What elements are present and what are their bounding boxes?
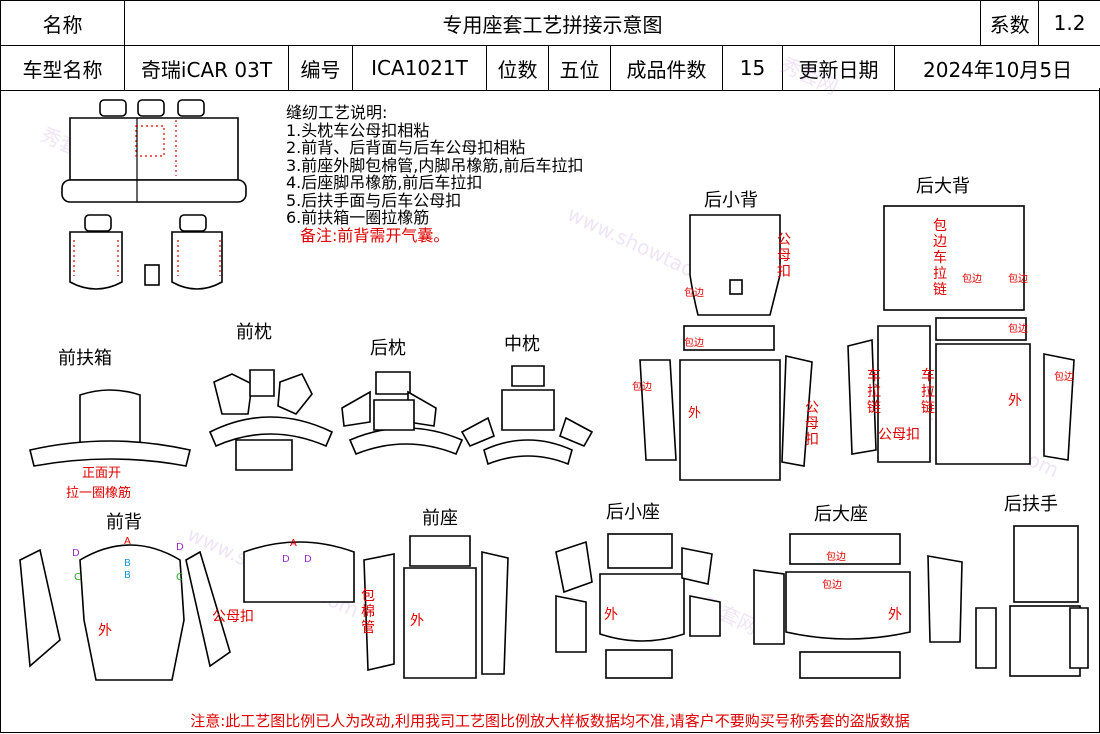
marker-c: C bbox=[176, 572, 183, 583]
name-label: 名称 bbox=[0, 0, 125, 46]
annotation-outer: 外 bbox=[98, 623, 112, 639]
seats-value: 五位 bbox=[548, 45, 611, 91]
marker-a: A bbox=[124, 536, 131, 547]
annotation-wrap-edge: 包边 bbox=[632, 382, 652, 393]
header-table: 名称 专用座套工艺拼接示意图 系数 1.2 车型名称 奇瑞iCAR 03T 编号… bbox=[0, 0, 1100, 91]
section-label-rear-small-seat: 后小座 bbox=[606, 502, 660, 523]
airbag-remark: 备注:前背需开气囊。 bbox=[300, 225, 450, 245]
section-label-front-back: 前背 bbox=[106, 512, 142, 533]
section-label-front-headrest: 前枕 bbox=[236, 322, 272, 343]
sewing-notes: 缝纫工艺说明: 1.头枕车公母扣相粘 2.前背、后背面与后车公母扣相粘 3.前座… bbox=[286, 104, 583, 244]
marker-d: D bbox=[282, 554, 290, 565]
front-headrest-pattern bbox=[208, 369, 334, 471]
annotation-wrap-edge: 包边 bbox=[684, 338, 704, 349]
annotation-wrap-edge: 包边 bbox=[1054, 372, 1074, 383]
rear-headrest-pattern bbox=[341, 371, 464, 456]
annotation-wrap-cotton-tube: 包棉管 bbox=[361, 588, 375, 636]
annotation-male-female-buckle: 公母扣 bbox=[212, 609, 254, 625]
annotation-wrap-edge: 包边 bbox=[1008, 324, 1028, 335]
annotation-wrap-edge: 包边 bbox=[826, 552, 846, 563]
annotation-wrap-edge-sew-zipper: 包边车拉链 bbox=[933, 218, 947, 298]
document-title: 专用座套工艺拼接示意图 bbox=[123, 0, 982, 46]
annotation-front-opening: 正面开 bbox=[82, 466, 122, 481]
pieces-value: 15 bbox=[722, 45, 783, 91]
front-seat-pattern bbox=[363, 535, 509, 679]
rear-armrest-pattern bbox=[975, 525, 1089, 677]
seat-overview-diagram bbox=[61, 99, 247, 290]
rear-small-seat-pattern bbox=[555, 533, 721, 679]
section-label-rear-small-back: 后小背 bbox=[704, 190, 758, 211]
model-label: 车型名称 bbox=[0, 45, 125, 91]
marker-d: D bbox=[176, 542, 184, 553]
rear-big-back-pattern bbox=[847, 205, 1075, 465]
annotation-male-female-buckle: 公母扣 bbox=[777, 232, 791, 280]
code-value: ICA1021T bbox=[352, 45, 487, 91]
model-value: 奇瑞iCAR 03T bbox=[124, 45, 289, 91]
annotation-outer: 外 bbox=[688, 406, 702, 421]
seats-label: 位数 bbox=[486, 45, 549, 91]
note-item: 2.前背、后背面与后车公母扣相粘 bbox=[286, 138, 526, 157]
date-label: 更新日期 bbox=[782, 45, 895, 91]
code-label: 编号 bbox=[288, 45, 353, 91]
annotation-male-female-buckle: 公母扣 bbox=[878, 427, 920, 443]
annotation-wrap-edge: 包边 bbox=[962, 274, 982, 285]
marker-d: D bbox=[304, 554, 312, 565]
section-label-front-seat: 前座 bbox=[422, 508, 458, 529]
marker-d: D bbox=[72, 548, 80, 559]
front-armrest-box-pattern bbox=[29, 389, 191, 467]
annotation-outer: 外 bbox=[888, 607, 902, 623]
piracy-warning-footer: 注意:此工艺图比例已人为改动,利用我司工艺图比例放大样板数据均不准,请客户不要购… bbox=[190, 712, 910, 730]
notes-title: 缝纫工艺说明: bbox=[286, 103, 388, 122]
note-item: 5.后扶手面与后车公母扣 bbox=[286, 190, 462, 210]
pieces-label: 成品件数 bbox=[610, 45, 723, 91]
section-label-middle-headrest: 中枕 bbox=[504, 334, 540, 355]
annotation-wrap-edge: 包边 bbox=[684, 288, 704, 299]
note-item: 1.头枕车公母扣相粘 bbox=[286, 120, 430, 140]
annotation-outer: 外 bbox=[410, 613, 424, 629]
middle-headrest-pattern bbox=[460, 365, 594, 466]
note-item: 6.前扶箱一圈拉橡筋 bbox=[286, 208, 430, 227]
section-label-rear-big-seat: 后大座 bbox=[814, 504, 868, 525]
annotation-sew-zipper: 车拉链 bbox=[867, 368, 881, 416]
rear-big-seat-pattern bbox=[753, 533, 963, 679]
annotation-wrap-edge: 包边 bbox=[1008, 274, 1028, 285]
section-label-rear-big-back: 后大背 bbox=[916, 176, 970, 197]
rear-small-back-pattern bbox=[639, 214, 813, 481]
section-label-rear-headrest: 后枕 bbox=[370, 338, 406, 359]
section-label-rear-armrest: 后扶手 bbox=[1004, 494, 1058, 515]
note-item: 4.后座脚吊橡筋,前后车拉扣 bbox=[286, 173, 483, 192]
annotation-elastic-around: 拉一圈橡筋 bbox=[66, 486, 132, 501]
note-item: 3.前座外脚包棉管,内脚吊橡筋,前后车拉扣 bbox=[286, 155, 584, 175]
annotation-male-female-buckle: 公母扣 bbox=[805, 400, 819, 448]
annotation-sew-zipper: 车拉链 bbox=[921, 368, 935, 416]
marker-b: B bbox=[124, 558, 131, 569]
marker-a: A bbox=[290, 538, 297, 549]
annotation-outer: 外 bbox=[1008, 393, 1022, 409]
marker-c: C bbox=[74, 572, 81, 583]
annotation-outer: 外 bbox=[604, 607, 618, 623]
marker-b: B bbox=[124, 570, 131, 581]
coef-label: 系数 bbox=[980, 0, 1040, 46]
front-back-pattern bbox=[19, 541, 355, 681]
date-value: 2024年10月5日 bbox=[893, 45, 1100, 91]
annotation-wrap-edge: 包边 bbox=[822, 580, 842, 591]
section-label-front-armrest-box: 前扶箱 bbox=[58, 348, 112, 369]
